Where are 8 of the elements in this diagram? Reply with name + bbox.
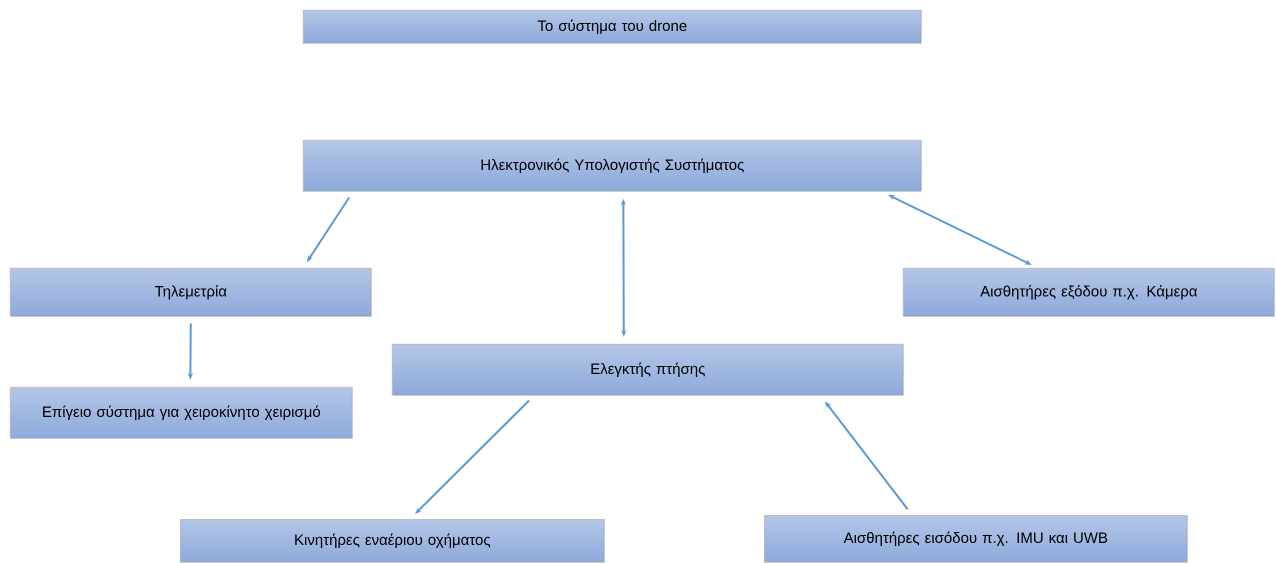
process-box: Τηλεμετρία — [10, 268, 372, 317]
process-box: Αισθητήρες εισόδου π.χ. IMU και UWB — [764, 515, 1188, 563]
process-box: Το σύστημα του drone — [303, 10, 922, 44]
process-box: Επίγειο σύστημα για χειροκίνητο χειρισμό — [10, 387, 353, 439]
process-box: Ηλεκτρονικός Υπολογιστής Συστήματος — [303, 140, 922, 192]
process-box: Ελεγκτής πτήσης — [392, 344, 904, 396]
process-box: Κινητήρες εναέριου οχήματος — [180, 519, 605, 563]
process-box: Αισθητήρες εξόδου π.χ. Κάμερα — [903, 268, 1275, 317]
